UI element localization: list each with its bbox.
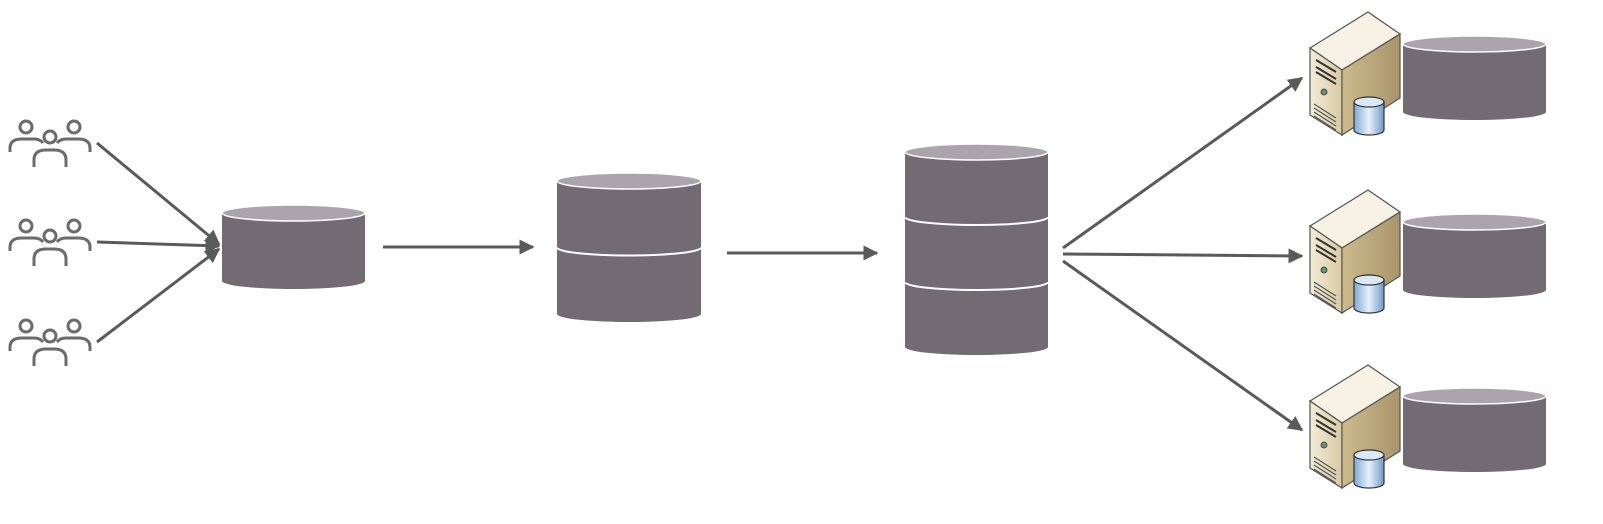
cylinder-top	[904, 143, 1049, 161]
flow-arrow	[1062, 76, 1304, 250]
users-icon	[8, 119, 92, 167]
cylinder-body	[1403, 44, 1546, 120]
flow-arrow	[96, 141, 221, 246]
flow-arrow	[1062, 259, 1304, 432]
database-icon	[1353, 449, 1385, 489]
cylinder-top	[1402, 213, 1547, 231]
flow-arrow	[96, 247, 221, 344]
cylinder-body	[557, 181, 701, 322]
flow-arrow	[1062, 248, 1304, 264]
storage-cylinder-1	[221, 204, 366, 289]
cylinder-separator	[904, 281, 1049, 291]
database-server-icon	[1308, 189, 1402, 315]
server-storage-cylinder-1	[1402, 35, 1547, 120]
cylinder-top	[1402, 35, 1547, 53]
cylinder-top	[556, 172, 702, 190]
cylinder-top	[221, 204, 366, 222]
nodes-layer	[8, 11, 1547, 490]
cylinder-separator	[556, 247, 702, 257]
storage-cylinder-2	[556, 172, 702, 322]
server-storage-cylinder-2	[1402, 213, 1547, 298]
cylinder-separator	[904, 216, 1049, 226]
database-icon	[1353, 96, 1385, 136]
database-server-icon	[1308, 11, 1402, 137]
users-icon	[8, 318, 92, 366]
storage-cylinder-3	[904, 143, 1049, 355]
database-icon	[1353, 274, 1385, 314]
server-storage-cylinder-3	[1402, 387, 1547, 472]
cylinder-body	[222, 213, 365, 289]
users-icon	[8, 218, 92, 266]
flow-arrow	[96, 238, 221, 254]
cylinder-body	[1403, 396, 1546, 472]
arrows-layer	[96, 76, 1304, 432]
cylinder-body	[1403, 222, 1546, 298]
database-server-icon	[1308, 364, 1402, 490]
cylinder-body	[905, 152, 1048, 355]
cylinder-top	[1402, 387, 1547, 405]
